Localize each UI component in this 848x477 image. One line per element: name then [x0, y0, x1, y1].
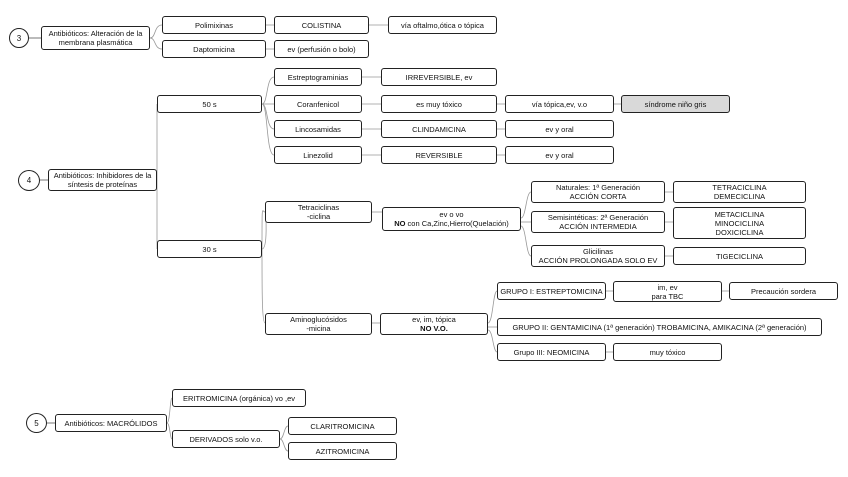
node-aminoglucosidos-via: ev, im, tópica NO V.O. [380, 313, 488, 335]
node-derivados: DERIVADOS solo v.o. [172, 430, 280, 448]
node-claritromicina: CLARITROMICINA [288, 417, 397, 435]
node-aminoglucosidos: Aminoglucósidos -micina [265, 313, 372, 335]
node-grupo-1: GRUPO I: ESTREPTOMICINA [497, 282, 606, 300]
node-line: Glicilinas [582, 247, 613, 256]
node-line: TETRACICLINA [712, 183, 767, 192]
node-line: ev o vo [439, 210, 464, 219]
node-line: ev, im, tópica [412, 315, 456, 324]
node-precaucion-sordera: Precaución sordera [729, 282, 838, 300]
node-line: ACCIÓN INTERMEDIA [559, 222, 637, 231]
node-coranfenicol-via: vía tópica,ev, v.o [505, 95, 614, 113]
node-line: METACICLINA [714, 209, 765, 219]
node-line: Semisintéticas: 2ª Generación [547, 213, 649, 222]
node-semisinteticas: Semisintéticas: 2ª Generación ACCIÓN INT… [531, 211, 665, 233]
node-lincosamidas: Lincosamidas [274, 120, 362, 138]
node-tetraciclinas: Tetraciclinas -ciclina [265, 201, 372, 223]
node-linezolid: Linezolid [274, 146, 362, 164]
node-grupo-3: Grupo III: NEOMICINA [497, 343, 606, 361]
section-title-line: síntesis de proteínas [67, 180, 138, 189]
node-line: -ciclina [306, 212, 331, 221]
node-line: MINOCICLINA [714, 218, 765, 228]
node-clindamicina: CLINDAMICINA [381, 120, 497, 138]
node-line: ACCIÓN CORTA [569, 192, 627, 201]
section-number-3: 3 [9, 28, 29, 48]
node-daptomicina-via: ev (perfusión o bolo) [274, 40, 369, 58]
node-linezolid-via: ev y oral [505, 146, 614, 164]
node-naturales-drugs: TETRACICLINA DEMECICLINA [673, 181, 806, 203]
section-title-line: Antibióticos: Inhibidores de la [53, 171, 152, 180]
node-line: para TBC [651, 291, 684, 301]
node-naturales: Naturales: 1ª Generación ACCIÓN CORTA [531, 181, 665, 203]
section-title-line: Antibióticos: Alteración de la [48, 29, 143, 38]
node-tigeciclina: TIGECICLINA [673, 247, 806, 265]
node-colistina-via: vía oftalmo,ótica o tópica [388, 16, 497, 34]
section-title-macrolidos: Antibióticos: MACRÓLIDOS [55, 414, 167, 432]
node-line: Aminoglucósidos [290, 315, 347, 324]
node-sindrome-nino-gris: síndrome niño gris [621, 95, 730, 113]
section-title-membrana: Antibióticos: Alteración de la membrana … [41, 26, 150, 50]
node-glicilinas: Glicilinas ACCIÓN PROLONGADA SOLO EV [531, 245, 665, 267]
node-linezolid-note: REVERSIBLE [381, 146, 497, 164]
node-line-bold: NO [394, 219, 406, 228]
node-grupo-1-via: im, ev para TBC [613, 281, 722, 302]
node-eritromicina: ERITROMICINA (orgánica) vo ,ev [172, 389, 306, 407]
node-line-rest: con Ca,Zinc,Hierro(Quelación) [405, 219, 509, 228]
node-grupo-2: GRUPO II: GENTAMICINA (1ª generación) TR… [497, 318, 822, 336]
node-line: im, ev [657, 282, 678, 292]
node-tetraciclinas-via: ev o vo NO con Ca,Zinc,Hierro(Quelación) [382, 207, 521, 231]
node-line: NO con Ca,Zinc,Hierro(Quelación) [394, 219, 509, 228]
node-daptomicina: Daptomicina [162, 40, 266, 58]
node-semisinteticas-drugs: METACICLINA MINOCICLINA DOXICICLINA [673, 207, 806, 239]
node-polimixinas: Polimixinas [162, 16, 266, 34]
section-title-proteinas: Antibióticos: Inhibidores de la síntesis… [48, 169, 157, 191]
section-title-line: membrana plasmática [58, 38, 133, 47]
node-line: DEMECICLINA [713, 192, 766, 201]
node-estreptograminas-note: IRREVERSIBLE, ev [381, 68, 497, 86]
node-line: Naturales: 1ª Generación [555, 183, 641, 192]
node-line: ACCIÓN PROLONGADA SOLO EV [538, 256, 658, 265]
node-estreptograminas: Estreptograminias [274, 68, 362, 86]
section-number-4: 4 [18, 170, 40, 191]
node-colistina: COLISTINA [274, 16, 369, 34]
node-line: Tetraciclinas [297, 203, 340, 212]
node-line: -micina [306, 324, 331, 333]
node-azitromicina: AZITROMICINA [288, 442, 397, 460]
node-clindamicina-via: ev y oral [505, 120, 614, 138]
node-line-bold: NO V.O. [420, 324, 448, 333]
section-number-5: 5 [26, 413, 47, 433]
node-grupo-3-note: muy tóxico [613, 343, 722, 361]
node-line: DOXICICLINA [715, 227, 764, 237]
node-coranfenicol: Coranfenicol [274, 95, 362, 113]
node-30s: 30 s [157, 240, 262, 258]
node-50s: 50 s [157, 95, 262, 113]
node-coranfenicol-note: es muy tóxico [381, 95, 497, 113]
